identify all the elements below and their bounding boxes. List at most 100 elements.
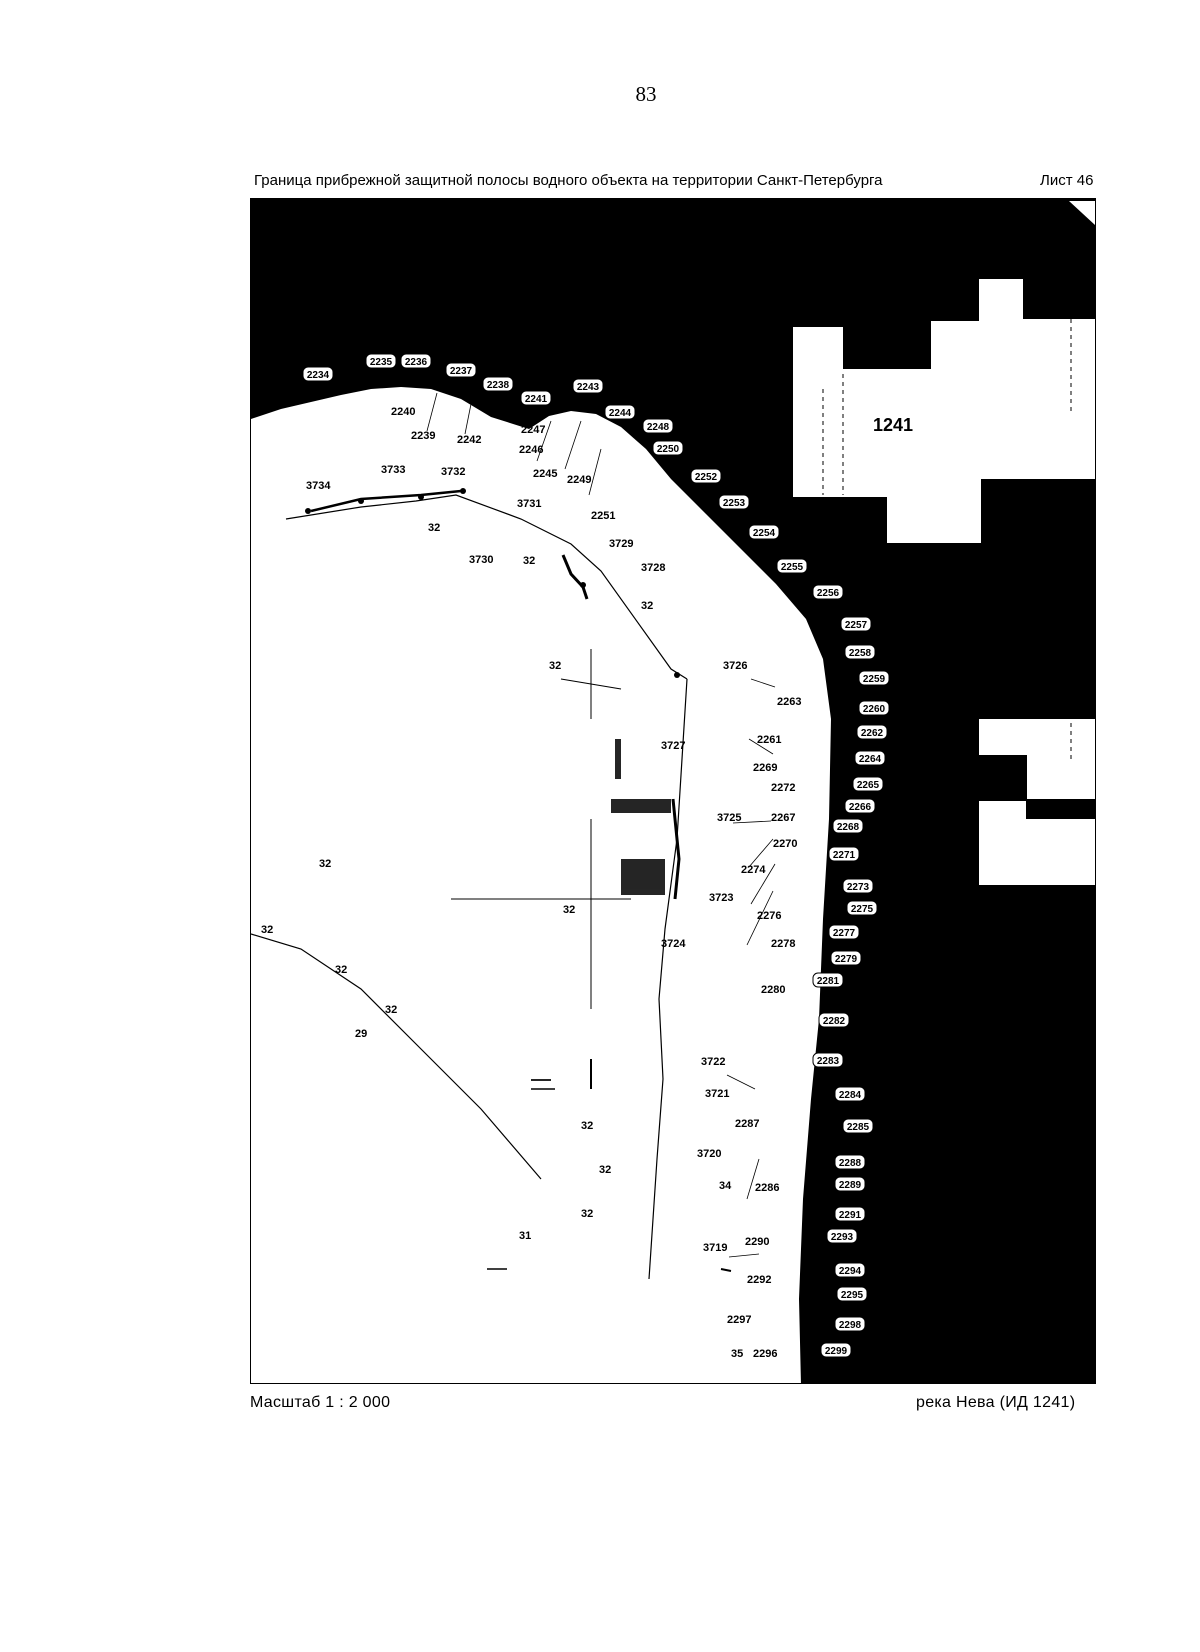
water-id-label: 1241 — [873, 415, 913, 435]
black-notch — [979, 755, 1027, 801]
boundary-label: 3724 — [661, 938, 686, 950]
shore-label: 2284 — [834, 1086, 866, 1102]
zone-label: 32 — [261, 924, 273, 936]
land-label: 2287 — [735, 1118, 759, 1130]
zone-label: 32 — [549, 660, 561, 672]
land-label: 2280 — [761, 984, 785, 996]
zone-label: 32 — [581, 1208, 593, 1220]
svg-text:2299: 2299 — [825, 1346, 848, 1357]
svg-text:2253: 2253 — [723, 498, 746, 509]
shore-label: 2253 — [718, 494, 750, 510]
svg-text:2260: 2260 — [863, 704, 886, 715]
boundary-label: 3726 — [723, 660, 747, 672]
shore-label: 2289 — [834, 1176, 866, 1192]
page-number: 83 — [635, 82, 657, 106]
map-title: Граница прибрежной защитной полосы водно… — [254, 172, 883, 189]
land-label: 2267 — [771, 812, 795, 824]
svg-text:2235: 2235 — [370, 357, 393, 368]
svg-text:2284: 2284 — [839, 1090, 862, 1101]
boundary-label: 3723 — [709, 892, 733, 904]
boundary-label: 3722 — [701, 1056, 725, 1068]
sheet-number: Лист 46 — [1040, 172, 1094, 189]
svg-text:2265: 2265 — [857, 780, 880, 791]
shore-label: 2243 — [572, 378, 604, 394]
shore-label: 2281 — [812, 972, 844, 988]
shore-label: 2258 — [844, 644, 876, 660]
boundary-label: 3730 — [469, 554, 493, 566]
shore-label: 2294 — [834, 1262, 866, 1278]
svg-text:2264: 2264 — [859, 754, 882, 765]
shore-label: 2265 — [852, 776, 884, 792]
svg-text:2273: 2273 — [847, 882, 870, 893]
boundary-label: 3734 — [306, 480, 331, 492]
land-label: 2272 — [771, 782, 795, 794]
shore-label: 2264 — [854, 750, 886, 766]
boundary-label: 3732 — [441, 466, 465, 478]
zone-code-labels: 32 32 32 32 32 32 32 32 32 32 32 32 29 3… — [261, 522, 743, 1360]
shore-label: 2238 — [482, 376, 514, 392]
svg-text:2252: 2252 — [695, 472, 718, 483]
shore-label: 2255 — [776, 558, 808, 574]
zone-label: 32 — [599, 1164, 611, 1176]
shore-label: 2237 — [445, 362, 477, 378]
boundary-label: 3731 — [517, 498, 541, 510]
shore-label: 2244 — [604, 404, 636, 420]
shore-label: 2234 — [302, 366, 334, 382]
zone-label: 32 — [319, 858, 331, 870]
svg-text:2288: 2288 — [839, 1158, 862, 1169]
svg-text:2285: 2285 — [847, 1122, 870, 1133]
boundary-label: 3719 — [703, 1242, 727, 1254]
shore-label: 2260 — [858, 700, 890, 716]
svg-text:2258: 2258 — [849, 648, 872, 659]
shore-point-labels: 2234 2235 2236 2237 2238 2241 2243 2244 … — [302, 353, 890, 1358]
svg-text:2244: 2244 — [609, 408, 632, 419]
svg-text:2241: 2241 — [525, 394, 548, 405]
land-label: 2270 — [773, 838, 797, 850]
land-label: 2245 — [533, 468, 557, 480]
svg-text:2271: 2271 — [833, 850, 856, 861]
svg-text:2259: 2259 — [863, 674, 886, 685]
svg-text:2294: 2294 — [839, 1266, 862, 1277]
land-label: 2246 — [519, 444, 543, 456]
svg-text:2257: 2257 — [845, 620, 868, 631]
land-label: 2251 — [591, 510, 615, 522]
shore-label: 2256 — [812, 584, 844, 600]
boundary-point-labels: 3734 3733 3732 3731 3730 3729 3728 3726 … — [306, 464, 747, 1254]
zone-label: 32 — [581, 1120, 593, 1132]
svg-text:2289: 2289 — [839, 1180, 862, 1191]
svg-text:2298: 2298 — [839, 1320, 862, 1331]
shore-label: 2241 — [520, 390, 552, 406]
zone-label: 32 — [335, 964, 347, 976]
land-label: 2261 — [757, 734, 781, 746]
zone-label: 32 — [523, 555, 535, 567]
shore-label: 2257 — [840, 616, 872, 632]
svg-text:2238: 2238 — [487, 380, 510, 391]
svg-text:2283: 2283 — [817, 1056, 840, 1067]
shore-label: 2293 — [826, 1228, 858, 1244]
zone-label: 35 — [731, 1348, 743, 1360]
zone-label: 32 — [385, 1004, 397, 1016]
svg-text:2295: 2295 — [841, 1290, 864, 1301]
shore-label: 2250 — [652, 440, 684, 456]
boundary-label: 3729 — [609, 538, 633, 550]
land-label: 2242 — [457, 434, 481, 446]
svg-text:2254: 2254 — [753, 528, 776, 539]
map-frame[interactable]: 1241 — [250, 198, 1096, 1384]
zone-label: 29 — [355, 1028, 367, 1040]
svg-text:2256: 2256 — [817, 588, 840, 599]
shore-label: 2259 — [858, 670, 890, 686]
zone-label: 31 — [519, 1230, 531, 1242]
land-label: 2240 — [391, 406, 415, 418]
boundary-label: 3725 — [717, 812, 741, 824]
land-label: 2296 — [753, 1348, 777, 1360]
land-label: 2274 — [741, 864, 766, 876]
svg-text:2268: 2268 — [837, 822, 860, 833]
svg-text:2248: 2248 — [647, 422, 670, 433]
svg-text:2281: 2281 — [817, 976, 840, 987]
shore-label: 2262 — [856, 724, 888, 740]
shore-label: 2236 — [400, 353, 432, 369]
map-canvas: 1241 — [251, 199, 1095, 1383]
shore-label: 2277 — [828, 924, 860, 940]
land-label: 2247 — [521, 424, 545, 436]
svg-text:2291: 2291 — [839, 1210, 862, 1221]
